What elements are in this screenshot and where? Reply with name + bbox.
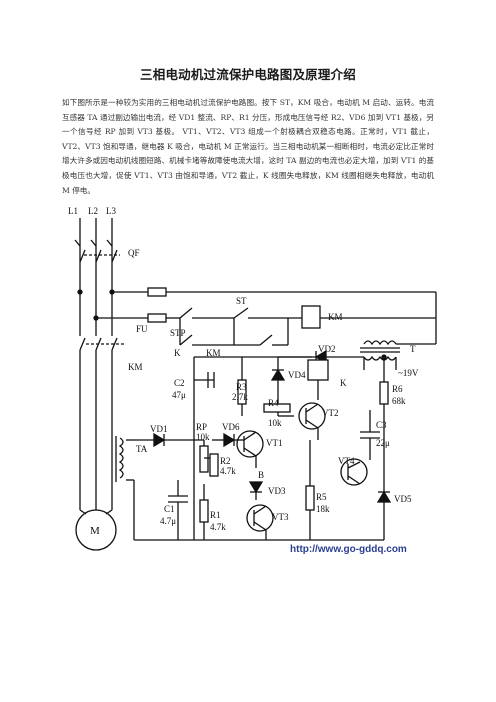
label-qf: QF [128,248,140,258]
label-vd1: VD1 [150,424,168,434]
label-vd5: VD5 [394,494,412,504]
label-vd3: VD3 [268,486,286,496]
label-rp: RP [196,422,207,432]
label-r4-value: 10k [268,418,282,428]
label-r1: R1 [210,510,221,520]
label-k: K [174,348,181,358]
label-l2: L2 [88,206,98,216]
r4-vt2 [263,402,326,440]
label-km-coil: KM [328,312,343,322]
sensing-chain [153,430,264,477]
label-k-coil: K [340,378,347,388]
label-km-contacts: KM [128,362,143,372]
watermark-url: http://www.go-gddq.com [290,544,407,555]
label-r3-value: 2.7k [232,392,248,402]
label-r5-value: 18k [316,504,330,514]
diagram-labels: L1 L2 L3 QF FU STP ST KM K KM KM VD2 T ~… [68,206,419,555]
label-c2: C2 [174,378,185,388]
motor-m [75,509,117,551]
label-r6: R6 [392,384,403,394]
label-r2: R2 [220,456,231,466]
supply-rails [193,354,387,541]
label-vd4: VD4 [288,370,306,380]
label-19v: ~19V [398,368,419,378]
label-vt1: VT1 [266,438,283,448]
label-r2-value: 4.7k [220,466,236,476]
label-l1: L1 [68,206,78,216]
label-stp: STP [170,328,186,338]
label-c2-value: 47μ [172,390,186,400]
circuit-diagram: L1 L2 L3 QF FU STP ST KM K KM KM VD2 T ~… [64,200,442,578]
body-paragraph: 如下图所示是一种较为实用的三相电动机过流保护电路图。按下 ST，KM 吸合，电动… [62,98,434,195]
label-m: M [90,525,100,537]
label-r4: R4 [268,398,279,408]
label-c1: C1 [164,504,175,514]
label-rp-value: 10k [196,432,210,442]
label-km: KM [206,348,221,358]
control-circuit [96,287,437,346]
label-vd2: VD2 [318,344,336,354]
current-transformer-ta [115,436,194,541]
label-c3-value: 22μ [376,438,390,448]
capacitor-c2 [194,372,215,388]
label-st: ST [236,296,247,306]
label-b: B [258,470,264,480]
label-l3: L3 [106,206,116,216]
label-t: T [410,344,416,354]
label-r3: R3 [236,382,247,392]
label-fu: FU [136,324,148,334]
lower-stage [168,440,315,540]
label-ta: TA [136,444,148,454]
label-c3: C3 [376,420,387,430]
page-title: 三相电动机过流保护电路图及原理介绍 [140,67,356,82]
label-vd6: VD6 [222,422,240,432]
label-vt3: VT3 [272,512,289,522]
label-vt2: VT2 [322,408,339,418]
label-vt4: VT4 [338,456,355,466]
label-r5: R5 [316,492,327,502]
label-r1-value: 4.7k [210,522,226,532]
phase-lines [74,218,126,510]
right-branch [340,381,392,503]
label-r6-value: 68k [392,396,406,406]
label-c1-value: 4.7μ [160,516,176,526]
